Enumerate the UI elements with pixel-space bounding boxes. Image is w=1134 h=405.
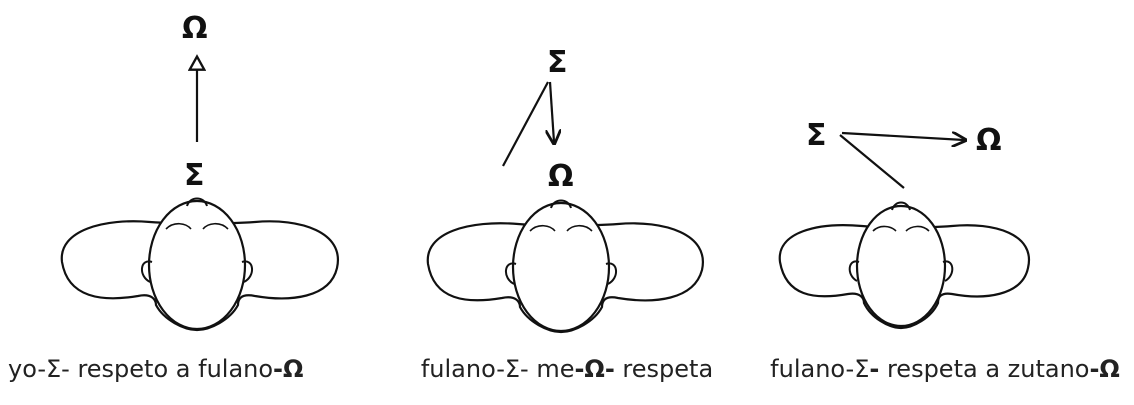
line-from-speaker [502,81,549,167]
caption-part-a: fulano-Σ [770,355,870,383]
caption-object-first-person: fulano-Σ- me-Ω- respeta [378,355,756,383]
arrow-sigma-to-omega [550,81,554,142]
diagram-third-person: Σ Ω [778,118,1031,330]
caption-part-a: fulano-Σ- me [420,355,575,383]
caption-third-person: fulano-Σ- respeta a zutano-Ω [756,355,1134,383]
caption-first-person: yo-Σ- respeto a fulano-Ω [8,355,386,383]
diagram-object-first-person: Σ Ω [426,45,705,334]
omega-symbol: Ω [976,123,1002,158]
diagram-first-person: Σ Ω [60,11,340,332]
person-top-view-figure [778,201,1031,330]
panel-first-person: Σ Ω yo-Σ- respeto a fulano-Ω [0,0,378,405]
arrow-sigma-to-omega [841,133,964,140]
caption-part-a: yo-Σ- respeto a fulano [8,355,274,383]
omega-symbol: Ω [182,11,208,46]
caption-part-d: -Ω [1089,355,1120,383]
caption-part-c: respeta a zutano [879,355,1090,383]
caption-part-c: respeta [614,355,714,383]
caption-part-b: -Ω [273,355,304,383]
person-top-view-figure [60,197,340,332]
line-from-speaker [839,134,905,189]
caption-part-b: - [869,355,880,383]
omega-symbol: Ω [548,159,574,194]
caption-part-b: -Ω- [574,355,615,383]
sigma-symbol: Σ [806,118,827,153]
panel-object-first-person: Σ Ω fulano-Σ- me-Ω- respeta [378,0,756,405]
panel-third-person: Σ Ω fulano-Σ- respeta a zutano-Ω [756,0,1134,405]
sigma-symbol: Σ [184,158,205,193]
sigma-symbol: Σ [547,45,568,80]
person-top-view-figure [426,199,705,334]
